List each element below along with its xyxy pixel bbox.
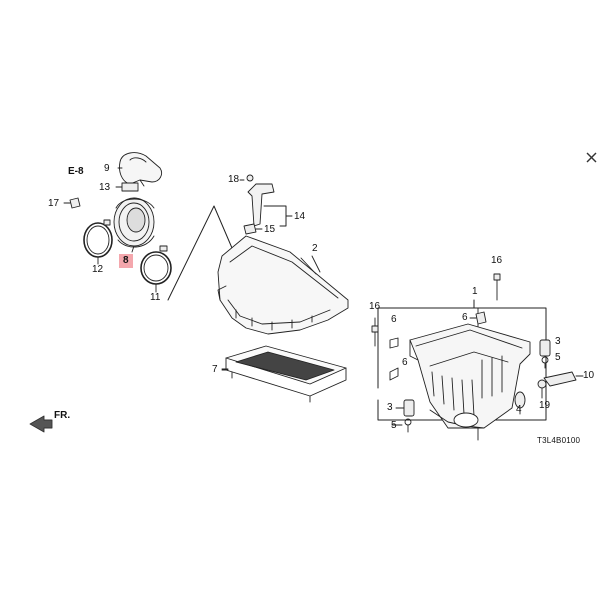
part-label-15[interactable]: 15 <box>264 224 276 235</box>
reference-code: E-8 <box>68 166 84 177</box>
screw-5a-part <box>541 356 549 369</box>
resonator-duct-part <box>117 152 163 187</box>
connector-13-part <box>115 182 139 192</box>
clip-6c-part <box>389 367 399 381</box>
front-direction-label: FR. <box>54 410 71 421</box>
part-label-4[interactable]: 4 <box>516 404 522 415</box>
clip-6b-part <box>389 337 399 349</box>
part-label-6-top[interactable]: 6 <box>462 312 468 323</box>
front-direction-arrow <box>29 415 53 433</box>
lower-case-part <box>409 323 531 429</box>
bolt-16a-part <box>493 273 501 301</box>
bracket-14-part <box>239 174 293 227</box>
part-label-2[interactable]: 2 <box>312 243 318 254</box>
clamp-11-part <box>140 245 172 293</box>
air-flow-tube-part <box>113 197 155 253</box>
clamp-12-part <box>83 219 113 265</box>
bracket-10-part <box>543 371 583 387</box>
highlight-part-8 <box>119 254 133 268</box>
grommet-3a-part <box>539 339 551 357</box>
clip-15-part <box>243 223 263 235</box>
part-label-12[interactable]: 12 <box>92 264 104 275</box>
part-label-14[interactable]: 14 <box>294 211 306 222</box>
screw-5b-part <box>404 418 412 433</box>
close-button[interactable] <box>584 150 600 166</box>
part-label-5-left[interactable]: 5 <box>391 420 397 431</box>
bolt-19-part <box>537 379 547 399</box>
part-label-5-right[interactable]: 5 <box>555 352 561 363</box>
part-label-16-left[interactable]: 16 <box>369 301 381 312</box>
part-label-1[interactable]: 1 <box>472 286 478 297</box>
part-label-10[interactable]: 10 <box>583 370 595 381</box>
part-label-19[interactable]: 19 <box>539 400 551 411</box>
clip-6a-part <box>469 311 487 325</box>
part-label-18[interactable]: 18 <box>228 174 240 185</box>
grommet-3b-part <box>395 399 415 417</box>
part-label-8[interactable]: 8 <box>123 255 129 266</box>
bolt-16b-part <box>371 317 379 347</box>
part-label-9[interactable]: 9 <box>104 163 110 174</box>
part-label-6-mid[interactable]: 6 <box>391 314 397 325</box>
close-icon <box>586 152 597 163</box>
part-label-17[interactable]: 17 <box>48 198 60 209</box>
grommet-4-part <box>514 391 526 415</box>
drawing-code: T3L4B0100 <box>537 436 581 445</box>
part-label-16-top[interactable]: 16 <box>491 255 503 266</box>
part-label-3-left[interactable]: 3 <box>387 402 393 413</box>
part-label-13[interactable]: 13 <box>99 182 111 193</box>
part-label-11[interactable]: 11 <box>150 292 161 303</box>
air-filter-element-part <box>221 345 347 403</box>
upper-cover-part <box>217 235 349 335</box>
part-label-3-right[interactable]: 3 <box>555 336 561 347</box>
clip-17-part <box>63 197 81 209</box>
part-label-7[interactable]: 7 <box>212 364 218 375</box>
part-label-6-low[interactable]: 6 <box>402 357 408 368</box>
